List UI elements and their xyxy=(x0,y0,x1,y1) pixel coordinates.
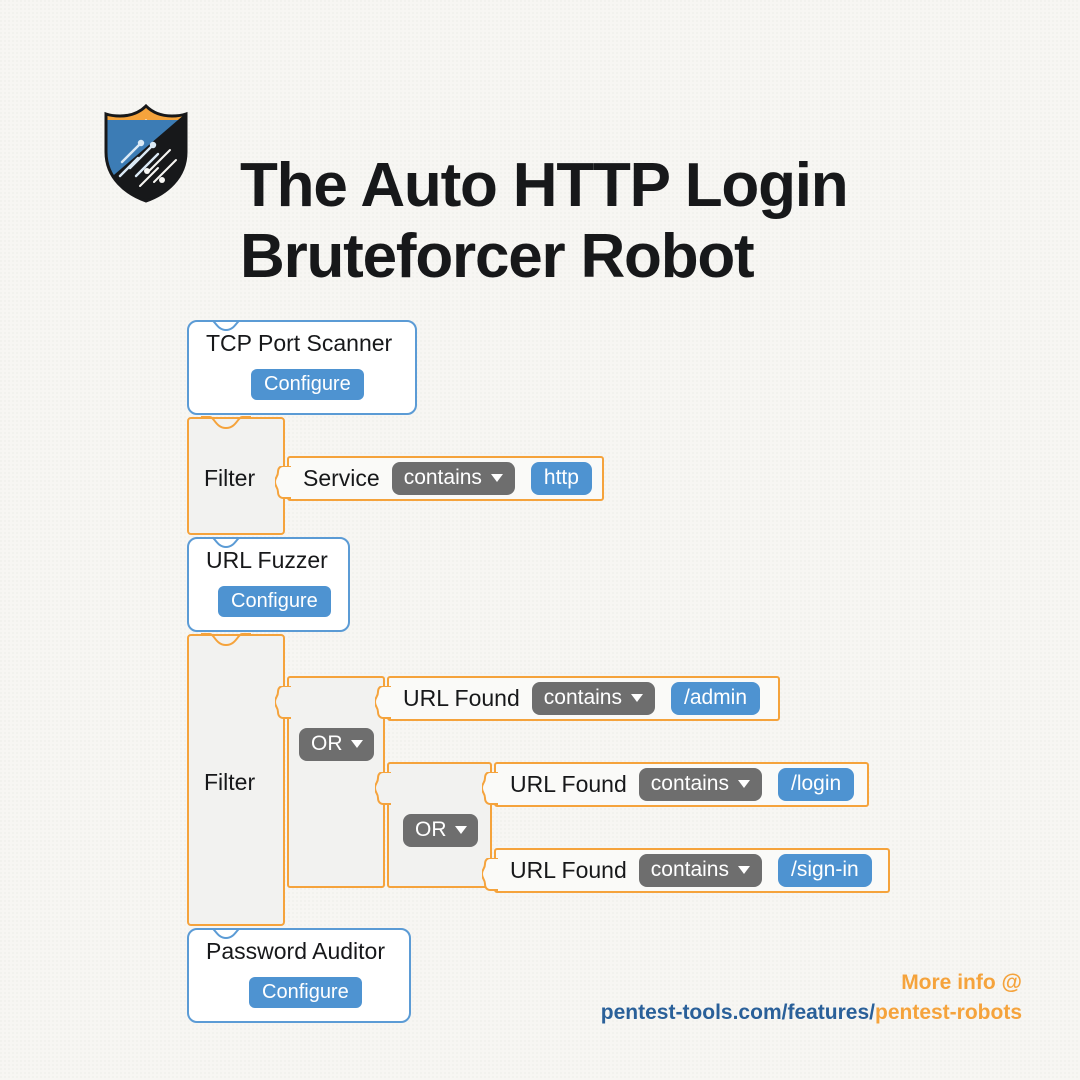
filter-label-url-found: Filter xyxy=(204,769,256,795)
filter-notch-icon xyxy=(201,416,251,430)
footer-more-info-label: More info @ xyxy=(901,971,1022,995)
condition-row-admin[interactable]: URL Found contains /admin xyxy=(375,676,780,721)
condition-group-outer[interactable]: OR xyxy=(275,676,385,888)
shield-logo-icon xyxy=(100,100,192,204)
footer-url-highlight: pentest-robots xyxy=(875,1001,1022,1025)
chevron-down-icon xyxy=(737,779,750,788)
condition-field-admin: URL Found xyxy=(403,685,520,711)
operator-dropdown-label-login: contains xyxy=(650,771,729,795)
block-title-password-auditor: Password Auditor xyxy=(206,938,385,964)
logic-operator-dropdown-outer[interactable]: OR xyxy=(299,728,374,762)
operator-dropdown-login[interactable]: contains xyxy=(638,767,762,802)
operator-dropdown-label-service: contains xyxy=(403,465,482,489)
page-title: The Auto HTTP Login Bruteforcer Robot xyxy=(240,150,849,292)
footer-url[interactable]: pentest-tools.com/features/pentest-robot… xyxy=(601,998,1022,1028)
condition-value-admin[interactable]: /admin xyxy=(670,681,761,716)
filter-notch-icon xyxy=(201,633,251,647)
condition-row-login[interactable]: URL Found contains /login xyxy=(482,762,869,807)
configure-button-tcp-port-scanner[interactable]: Configure xyxy=(251,369,364,400)
logic-operator-dropdown-inner[interactable]: OR xyxy=(403,814,478,848)
operator-dropdown-label-signin: contains xyxy=(650,857,729,881)
logic-operator-label-inner: OR xyxy=(415,818,447,841)
block-filter-url-found[interactable]: Filter xyxy=(187,633,285,926)
filter-label-service: Filter xyxy=(204,465,256,491)
configure-button-password-auditor[interactable]: Configure xyxy=(249,977,362,1008)
chevron-down-icon xyxy=(454,826,467,835)
configure-button-url-fuzzer[interactable]: Configure xyxy=(218,586,331,617)
block-tcp-port-scanner[interactable]: TCP Port Scanner Configure xyxy=(187,320,417,415)
chevron-down-icon xyxy=(490,473,503,482)
condition-value-signin[interactable]: /sign-in xyxy=(777,853,872,888)
condition-row-service[interactable]: Service contains http xyxy=(275,456,604,501)
block-filter-service[interactable]: Filter xyxy=(187,416,285,535)
chevron-down-icon xyxy=(350,740,363,749)
condition-value-login[interactable]: /login xyxy=(777,767,855,802)
page-header: The Auto HTTP Login Bruteforcer Robot xyxy=(0,0,1080,300)
operator-dropdown-label-admin: contains xyxy=(543,685,622,709)
block-url-fuzzer[interactable]: URL Fuzzer Configure xyxy=(187,537,350,632)
operator-dropdown-service[interactable]: contains xyxy=(391,461,515,496)
block-title-tcp-port-scanner: TCP Port Scanner xyxy=(206,330,393,356)
block-password-auditor[interactable]: Password Auditor Configure xyxy=(187,928,411,1023)
condition-field-service: Service xyxy=(303,465,380,491)
operator-dropdown-admin[interactable]: contains xyxy=(531,681,655,716)
footer-url-base: pentest-tools.com/features/ xyxy=(600,1001,875,1025)
block-title-url-fuzzer: URL Fuzzer xyxy=(206,547,328,573)
condition-field-signin: URL Found xyxy=(510,857,627,883)
operator-dropdown-signin[interactable]: contains xyxy=(638,853,762,888)
logic-operator-label-outer: OR xyxy=(311,732,343,755)
chevron-down-icon xyxy=(630,693,643,702)
condition-group-inner[interactable]: OR xyxy=(375,762,492,888)
chevron-down-icon xyxy=(737,865,750,874)
condition-row-signin[interactable]: URL Found contains /sign-in xyxy=(482,848,890,893)
condition-field-login: URL Found xyxy=(510,771,627,797)
condition-value-service[interactable]: http xyxy=(530,461,592,496)
footer-credit: More info @ pentest-tools.com/features/p… xyxy=(601,968,1022,1028)
